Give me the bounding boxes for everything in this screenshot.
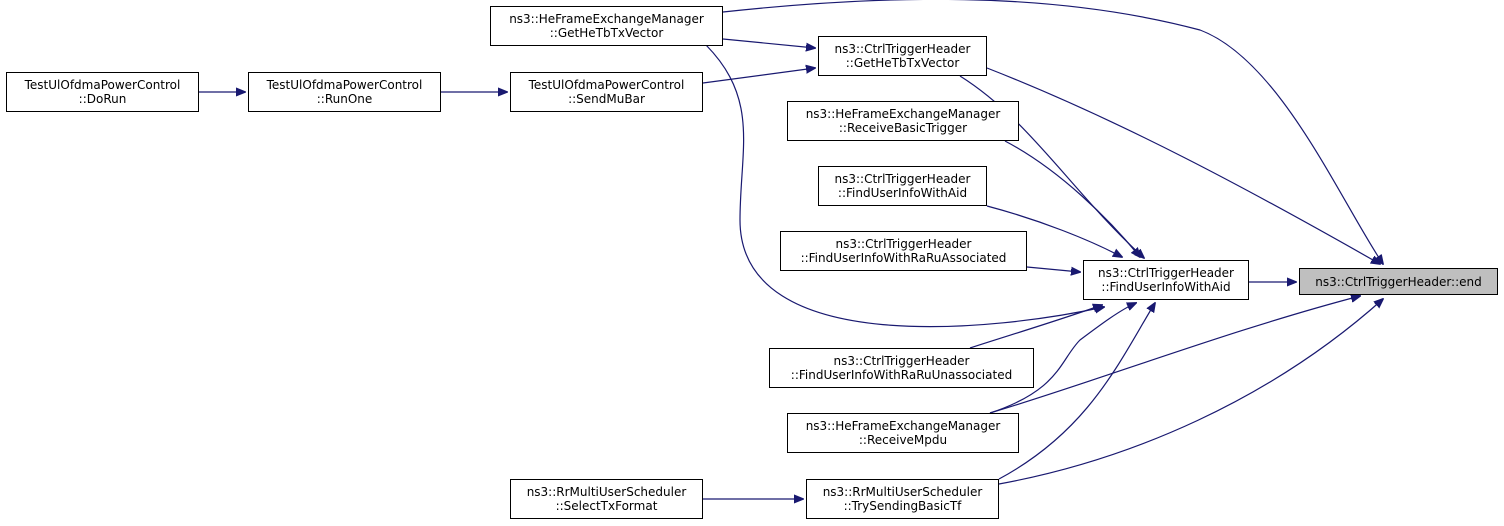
node-label-line2: ::TrySendingBasicTf: [843, 499, 962, 513]
node-find-user-info-with-aid-main[interactable]: ns3::CtrlTriggerHeader ::FindUserInfoWit…: [1083, 260, 1249, 300]
node-label-line2: ::FindUserInfoWithAid: [1101, 280, 1231, 294]
node-test-run-one[interactable]: TestUlOfdmaPowerControl ::RunOne: [248, 72, 441, 112]
node-ctrl-get-he-tb-tx-vector[interactable]: ns3::CtrlTriggerHeader ::GetHeTbTxVector: [818, 36, 987, 76]
edge-he-receive-mpdu-to-find-user-info-with-aid-main: [989, 303, 1136, 414]
node-label-line2: ::DoRun: [78, 92, 127, 106]
node-end-label: ns3::CtrlTriggerHeader::end: [1315, 274, 1482, 289]
node-test-do-run[interactable]: TestUlOfdmaPowerControl ::DoRun: [6, 72, 199, 112]
node-label-line2: ::FindUserInfoWithRaRuUnassociated: [790, 368, 1013, 382]
edge-ctrl-get-he-tb-tx-vector-to-end: [986, 67, 1380, 264]
edge-he-get-tb-tx-vector-to-end: [722, 0, 1383, 264]
node-label-line1: ns3::RrMultiUserScheduler: [822, 485, 983, 499]
node-label-line2: ::RunOne: [316, 92, 373, 106]
edge-ctrl-find-ra-ru-unassociated-to-find-user-info-with-aid-main: [969, 305, 1102, 349]
node-label-line2: ::ReceiveBasicTrigger: [838, 121, 968, 135]
edge-test-send-mu-bar-to-ctrl-get-he-tb-tx-vector: [702, 68, 815, 84]
node-he-get-tb-tx-vector[interactable]: ns3::HeFrameExchangeManager ::GetHeTbTxV…: [490, 6, 723, 46]
node-ctrl-find-user-info-with-aid[interactable]: ns3::CtrlTriggerHeader ::FindUserInfoWit…: [818, 166, 987, 206]
node-label-line1: TestUlOfdmaPowerControl: [24, 78, 181, 92]
node-label-line1: ns3::HeFrameExchangeManager: [805, 419, 1001, 433]
edge-ctrl-find-ra-ru-associated-to-find-user-info-with-aid-main: [1026, 267, 1080, 272]
edge-he-get-tb-tx-vector-to-find-user-info-with-aid-main: [705, 44, 1104, 328]
node-test-send-mu-bar[interactable]: TestUlOfdmaPowerControl ::SendMuBar: [510, 72, 703, 112]
node-rr-try-sending-basic-tf[interactable]: ns3::RrMultiUserScheduler ::TrySendingBa…: [806, 479, 999, 519]
node-label-line1: ns3::CtrlTriggerHeader: [833, 354, 970, 368]
node-label-line1: ns3::CtrlTriggerHeader: [835, 237, 972, 251]
node-label-line2: ::ReceiveMpdu: [858, 433, 948, 447]
node-label-line1: TestUlOfdmaPowerControl: [528, 78, 685, 92]
node-ctrl-find-ra-ru-associated[interactable]: ns3::CtrlTriggerHeader ::FindUserInfoWit…: [780, 231, 1027, 271]
node-label-line2: ::FindUserInfoWithAid: [837, 186, 968, 200]
node-label-line2: ::SelectTxFormat: [555, 499, 658, 513]
node-rr-select-tx-format[interactable]: ns3::RrMultiUserScheduler ::SelectTxForm…: [510, 479, 703, 519]
edge-he-receive-mpdu-to-end: [989, 296, 1360, 414]
node-label-line2: ::SendMuBar: [568, 92, 645, 106]
node-label-line1: ns3::HeFrameExchangeManager: [509, 12, 704, 26]
node-label-line2: ::GetHeTbTxVector: [845, 56, 960, 70]
node-label-line1: TestUlOfdmaPowerControl: [266, 78, 423, 92]
edge-he-get-tb-tx-vector-to-ctrl-get-he-tb-tx-vector: [722, 38, 815, 48]
node-label-line1: ns3::CtrlTriggerHeader: [1097, 266, 1234, 280]
edge-ctrl-find-user-info-with-aid-to-find-user-info-with-aid-main: [986, 205, 1122, 257]
node-he-receive-mpdu[interactable]: ns3::HeFrameExchangeManager ::ReceiveMpd…: [787, 413, 1019, 453]
edges: [199, 0, 1383, 499]
node-label-line1: ns3::CtrlTriggerHeader: [834, 42, 971, 56]
edge-rr-try-sending-basic-tf-to-find-user-info-with-aid-main: [998, 303, 1155, 480]
node-label-line1: ns3::HeFrameExchangeManager: [805, 107, 1001, 121]
edge-he-receive-basic-trigger-to-find-user-info-with-aid-main: [1004, 140, 1140, 257]
node-ctrl-find-ra-ru-unassociated[interactable]: ns3::CtrlTriggerHeader ::FindUserInfoWit…: [769, 348, 1034, 388]
node-label-line2: ::FindUserInfoWithRaRuAssociated: [800, 251, 1007, 265]
node-end[interactable]: ns3::CtrlTriggerHeader::end: [1299, 268, 1498, 295]
node-label-line2: ::GetHeTbTxVector: [549, 26, 664, 40]
node-label-line1: ns3::RrMultiUserScheduler: [526, 485, 687, 499]
node-label-line1: ns3::CtrlTriggerHeader: [834, 172, 971, 186]
edge-ctrl-get-he-tb-tx-vector-to-find-user-info-with-aid-main: [959, 75, 1144, 258]
node-he-receive-basic-trigger[interactable]: ns3::HeFrameExchangeManager ::ReceiveBas…: [787, 101, 1019, 141]
edge-rr-try-sending-basic-tf-to-end: [998, 299, 1383, 485]
